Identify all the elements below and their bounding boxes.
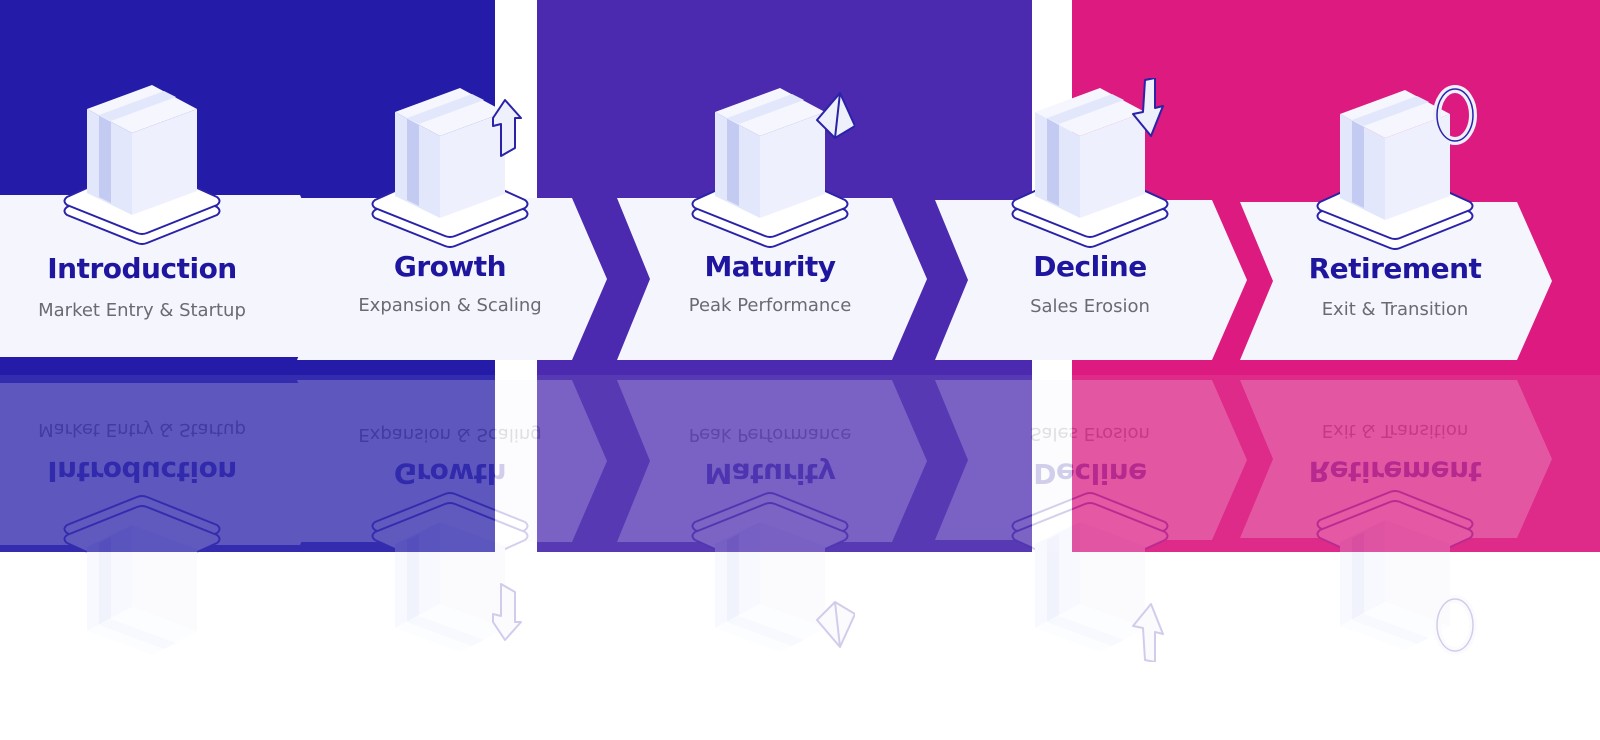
- stage-subtitle: Expansion & Scaling: [358, 295, 542, 316]
- stage-title: Introduction: [47, 252, 237, 285]
- reflection-stage-decline: Decline Sales Erosion: [935, 370, 1247, 740]
- stage-subtitle: Market Entry & Startup: [38, 300, 246, 321]
- reflection-stage-subtitle: Peak Performance: [688, 424, 852, 445]
- stage-title: Growth: [393, 250, 507, 283]
- reflection-stage-subtitle: Exit & Transition: [1321, 420, 1469, 441]
- reflection-stage-subtitle: Sales Erosion: [1030, 423, 1150, 444]
- reflection-box-cycle-icon: [1310, 490, 1480, 660]
- reflection-stage-subtitle: Expansion & Scaling: [358, 424, 542, 445]
- reflection-stage-maturity: Maturity Peak Performance: [617, 370, 927, 740]
- box-pyramid-icon: [685, 78, 856, 248]
- stage-title: Retirement: [1308, 252, 1482, 285]
- stage-subtitle: Sales Erosion: [1030, 296, 1150, 317]
- box-arrow-down-icon: [1005, 77, 1175, 248]
- reflection-stage-title: Retirement: [1308, 455, 1482, 488]
- stage-title: Maturity: [704, 250, 836, 283]
- reflection-stage-retirement: Retirement Exit & Transition: [1240, 370, 1552, 740]
- reflection-box-icon: [57, 495, 227, 665]
- reflection-stage-introduction: Introduction Market Entry & Startup: [0, 370, 335, 740]
- reflection-stage-subtitle: Market Entry & Startup: [38, 419, 246, 440]
- lifecycle-stages-reflection: Introduction Market Entry & Startup Growt…: [0, 370, 1600, 740]
- reflection-stage-title: Decline: [1033, 457, 1147, 490]
- stage-subtitle: Peak Performance: [688, 295, 852, 316]
- reflection-box-pyramid-icon: [685, 492, 856, 662]
- reflection-stage-title: Maturity: [704, 457, 836, 490]
- reflection-stage-growth: Growth Expansion & Scaling: [297, 370, 607, 740]
- reflection-box-arrow-down-icon: [1005, 492, 1175, 663]
- reflection-stage-title: Growth: [393, 457, 507, 490]
- box-cycle-icon: [1310, 80, 1480, 250]
- box-arrow-up-icon: [365, 78, 535, 248]
- stage-title: Decline: [1033, 250, 1147, 283]
- reflection-stage-title: Introduction: [47, 455, 237, 488]
- stage-subtitle: Exit & Transition: [1321, 299, 1469, 320]
- box-icon: [57, 75, 227, 245]
- reflection-box-arrow-up-icon: [365, 492, 535, 662]
